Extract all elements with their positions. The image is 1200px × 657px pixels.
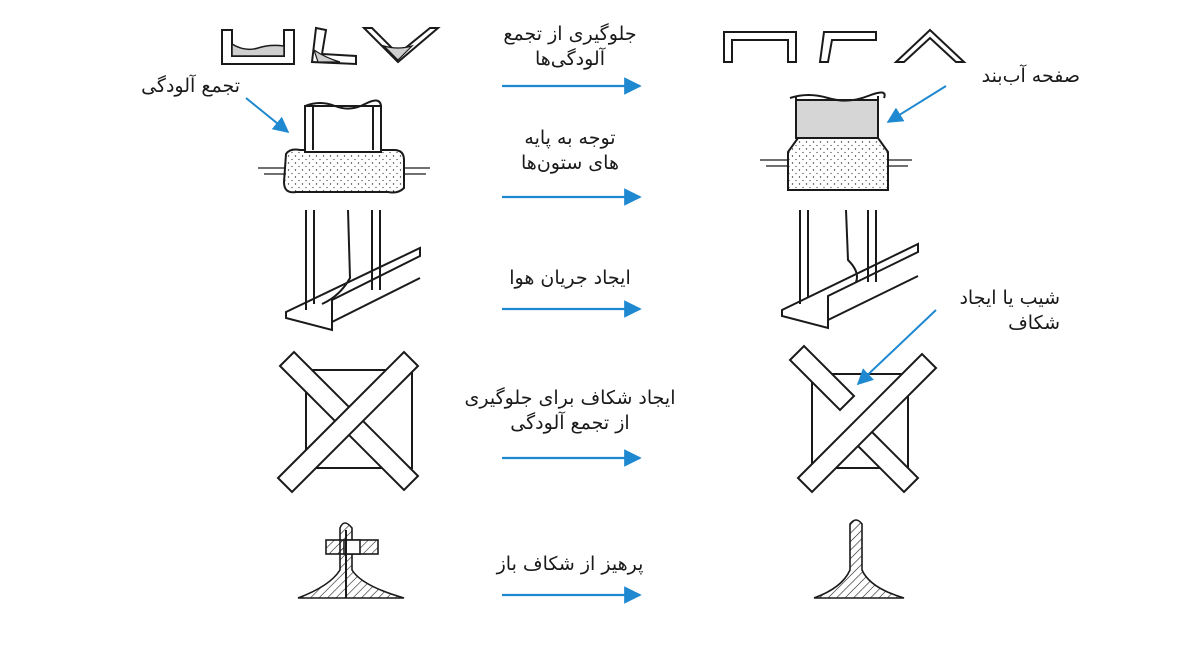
row3-good-beam <box>781 209 919 330</box>
row4-bad-cross <box>276 350 420 494</box>
row2-label-line2: های ستون‌ها <box>521 152 619 174</box>
row2-label: توجه به پایه های ستون‌ها <box>440 126 700 176</box>
row5-good-tee <box>813 519 905 599</box>
seal-callout-arrow <box>886 85 947 123</box>
row5-bad-tee <box>297 522 405 599</box>
row3-bad-beam <box>285 209 421 332</box>
row4-label: ایجاد شکاف برای جلوگیری از تجمع آلودگی <box>420 386 720 436</box>
slope-callout-line2: شکاف <box>1008 312 1060 334</box>
row4-label-line1: ایجاد شکاف برای جلوگیری <box>464 387 676 409</box>
row5-label: پرهیز از شکاف باز <box>440 552 700 577</box>
row1-label: جلوگیری از تجمع آلودگی‌ها <box>440 22 700 72</box>
slope-callout-line1: شیب یا ایجاد <box>959 287 1060 309</box>
dirt-callout-arrow <box>245 97 290 134</box>
dirt-callout-label: تجمع آلودگی <box>141 75 240 97</box>
row1-label-line2: آلودگی‌ها <box>534 48 606 70</box>
row3-label: ایجاد جریان هوا <box>440 266 700 291</box>
row2-bad-column-base <box>258 99 430 194</box>
row3-label-line1: ایجاد جریان هوا <box>509 267 631 289</box>
row4-label-line2: از تجمع آلودگی <box>510 412 630 434</box>
row1-good-profiles <box>723 28 967 63</box>
row5-label-line1: پرهیز از شکاف باز <box>496 553 644 575</box>
seal-callout-label: صفحه آب‌بند <box>981 65 1080 87</box>
slope-callout-label: شیب یا ایجاد شکاف <box>930 286 1060 336</box>
row2-label-line1: توجه به پایه <box>524 127 616 149</box>
row2-good-column-base <box>760 91 912 191</box>
row4-good-cross <box>788 344 938 494</box>
row1-bad-profiles <box>221 26 441 66</box>
row-arrows <box>502 77 642 604</box>
callout-arrows <box>245 85 947 386</box>
row1-label-line1: جلوگیری از تجمع <box>503 23 637 45</box>
slope-callout-arrow <box>856 309 937 386</box>
